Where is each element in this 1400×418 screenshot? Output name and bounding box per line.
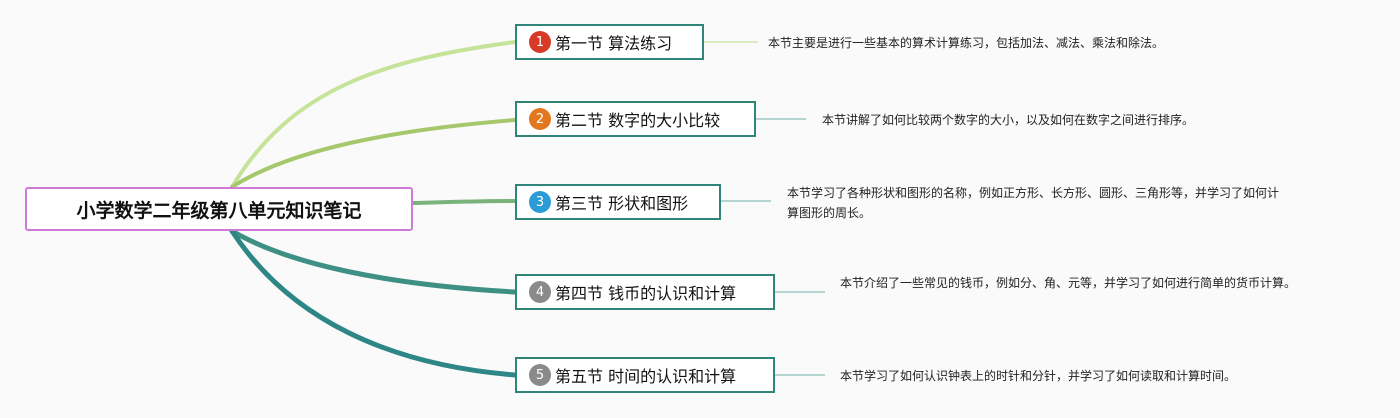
topic-note-3: 本节学习了各种形状和图形的名称，例如正方形、长方形、圆形、三角形等，并学习了如何… — [787, 186, 1280, 220]
branch-line-3 — [411, 199, 517, 205]
number-badge-icon: 4 — [529, 281, 551, 303]
number-badge-icon: 3 — [529, 191, 551, 213]
topic-note-4: 本节介绍了一些常见的钱币，例如分、角、元等，并学习了如何进行简单的货币计算。 — [840, 276, 1297, 290]
branch-line-4 — [229, 228, 518, 295]
number-badge-icon: 5 — [529, 364, 551, 386]
branch-line-5 — [229, 228, 518, 378]
topic-label: 第二节 数字的大小比较 — [555, 111, 721, 130]
number-badge-icon: 1 — [529, 31, 551, 53]
branch-line-2 — [230, 118, 517, 189]
topic-label: 第四节 钱币的认识和计算 — [555, 284, 737, 303]
topic-label: 第五节 时间的认识和计算 — [555, 367, 737, 386]
topic-label: 第三节 形状和图形 — [555, 194, 689, 213]
topic-5[interactable]: 5 第五节 时间的认识和计算 — [515, 357, 775, 393]
topic-3[interactable]: 3 第三节 形状和图形 — [515, 184, 721, 220]
topic-2[interactable]: 2 第二节 数字的大小比较 — [515, 101, 756, 137]
topic-note-1: 本节主要是进行一些基本的算术计算练习，包括加法、减法、乘法和除法。 — [768, 36, 1165, 50]
central-topic[interactable]: 小学数学二年级第八单元知识笔记 — [25, 187, 413, 231]
branch-line-1 — [230, 40, 517, 189]
number-badge-icon: 2 — [529, 108, 551, 130]
topic-note-5: 本节学习了如何认识钟表上的时针和分针，并学习了如何读取和计算时间。 — [840, 369, 1237, 383]
topic-note-2: 本节讲解了如何比较两个数字的大小，以及如何在数字之间进行排序。 — [822, 113, 1195, 127]
topic-4[interactable]: 4 第四节 钱币的认识和计算 — [515, 274, 775, 310]
topic-1[interactable]: 1 第一节 算法练习 — [515, 24, 704, 60]
topic-label: 第一节 算法练习 — [555, 34, 673, 53]
